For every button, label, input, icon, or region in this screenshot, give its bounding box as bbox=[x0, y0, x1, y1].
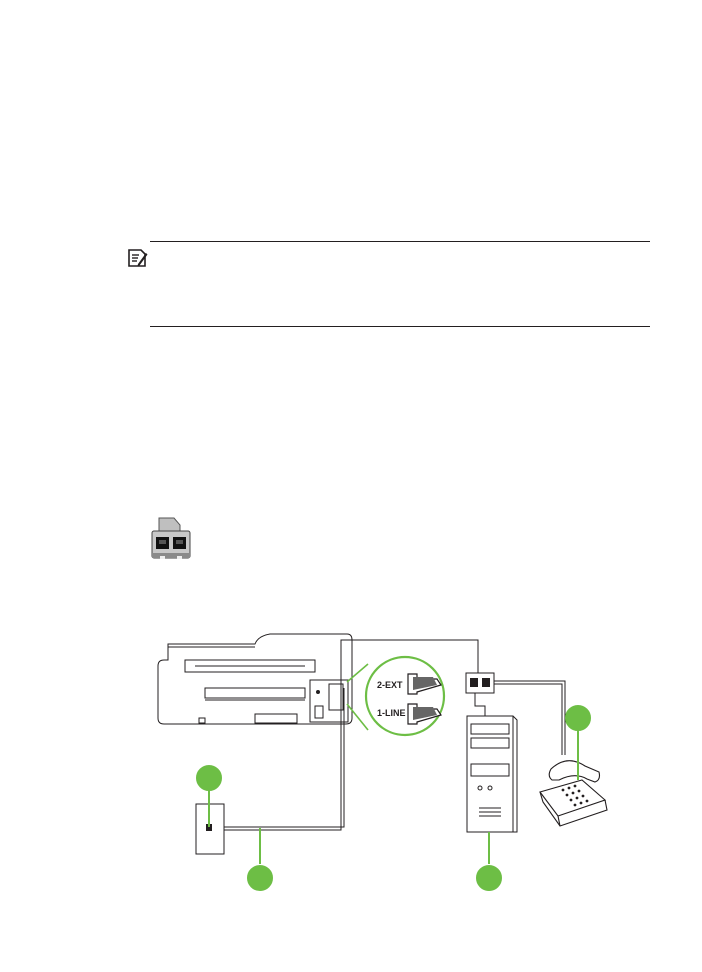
telephone-illustration bbox=[539, 760, 608, 827]
port-zoom-callout: 2-EXT 1-LINE bbox=[346, 655, 446, 737]
phone-wiring bbox=[212, 639, 566, 831]
callout-3 bbox=[476, 865, 502, 891]
printer-illustration bbox=[157, 633, 353, 725]
port-label-1-line: 1-LINE bbox=[377, 708, 406, 718]
callout-2 bbox=[247, 865, 273, 891]
callout-markers bbox=[196, 705, 591, 891]
callout-1 bbox=[196, 765, 222, 791]
diagram-splitter bbox=[465, 672, 495, 694]
note-bottom-rule bbox=[150, 326, 650, 327]
parallel-splitter-icon bbox=[151, 517, 191, 559]
callout-4 bbox=[565, 705, 591, 731]
note-icon bbox=[128, 249, 148, 267]
note-top-rule bbox=[150, 241, 650, 242]
computer-tower-illustration bbox=[466, 715, 518, 833]
fax-connection-diagram: 2-EXT 1-LINE bbox=[157, 633, 608, 891]
port-label-2-ext: 2-EXT bbox=[377, 680, 403, 690]
